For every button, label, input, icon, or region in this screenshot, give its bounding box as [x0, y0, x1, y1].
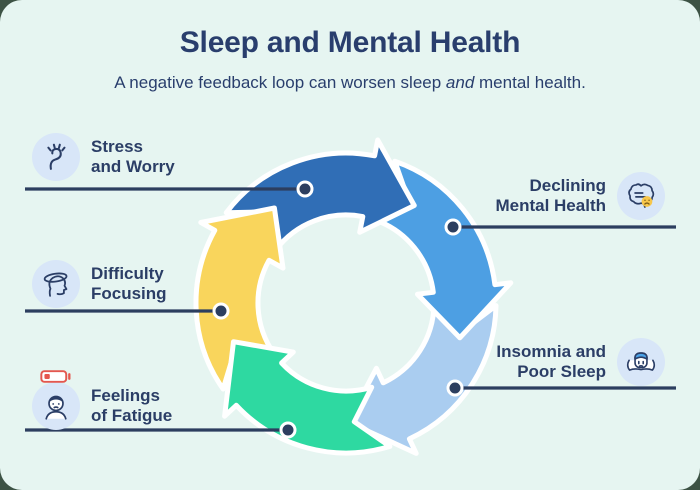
brain-sad-face-icon [617, 172, 665, 220]
low-battery-icon [40, 370, 71, 383]
label-text: Stress and Worry [91, 137, 175, 177]
label-text: Feelings of Fatigue [91, 386, 172, 426]
connector-dot-stress [296, 180, 314, 198]
subtitle-emphasis: and [445, 73, 475, 92]
label-line-1: Declining [529, 176, 606, 195]
label-line-2: Mental Health [495, 196, 606, 215]
connector-dot-difficulty [212, 302, 230, 320]
low-battery-person-icon [32, 370, 80, 430]
label-line-1: Difficulty [91, 264, 164, 283]
subtitle-text-before: A negative feedback loop can worsen slee… [114, 73, 446, 92]
label-text: Insomnia and Poor Sleep [496, 342, 606, 382]
label-difficulty-focusing: Difficulty Focusing [32, 260, 167, 308]
label-line-1: Insomnia and [496, 342, 606, 361]
page-title: Sleep and Mental Health [179, 26, 521, 59]
cycle-arrow-difficulty-to-stress [193, 205, 286, 392]
page-subtitle: A negative feedback loop can worsen slee… [0, 73, 700, 93]
connector-dot-insomnia [446, 379, 464, 397]
cycle-arrow-insomnia-to-fatigue [345, 302, 499, 456]
label-text: Difficulty Focusing [91, 264, 167, 304]
label-text: Declining Mental Health [495, 176, 606, 216]
label-stress-and-worry: Stress and Worry [32, 133, 175, 181]
label-line-2: Focusing [91, 284, 167, 303]
label-line-2: and Worry [91, 157, 175, 176]
dizzy-head-icon [32, 260, 80, 308]
stressed-person-icon [32, 133, 80, 181]
label-declining-mental-health: Declining Mental Health [495, 172, 665, 220]
connector-dot-declining [444, 218, 462, 236]
subtitle-text-after: mental health. [474, 73, 586, 92]
awake-in-bed-icon [617, 338, 665, 386]
label-feelings-of-fatigue: Feelings of Fatigue [32, 370, 172, 430]
header: Sleep and Mental Health A negative feedb… [0, 26, 700, 93]
label-line-1: Stress [91, 137, 143, 156]
label-line-2: of Fatigue [91, 406, 173, 425]
label-line-1: Feelings [91, 386, 160, 405]
connector-dot-fatigue [279, 421, 297, 439]
label-line-2: Poor Sleep [517, 362, 606, 381]
label-insomnia-and-poor-sleep: Insomnia and Poor Sleep [496, 338, 665, 386]
cycle-arrow-fatigue-to-difficulty [222, 339, 393, 456]
